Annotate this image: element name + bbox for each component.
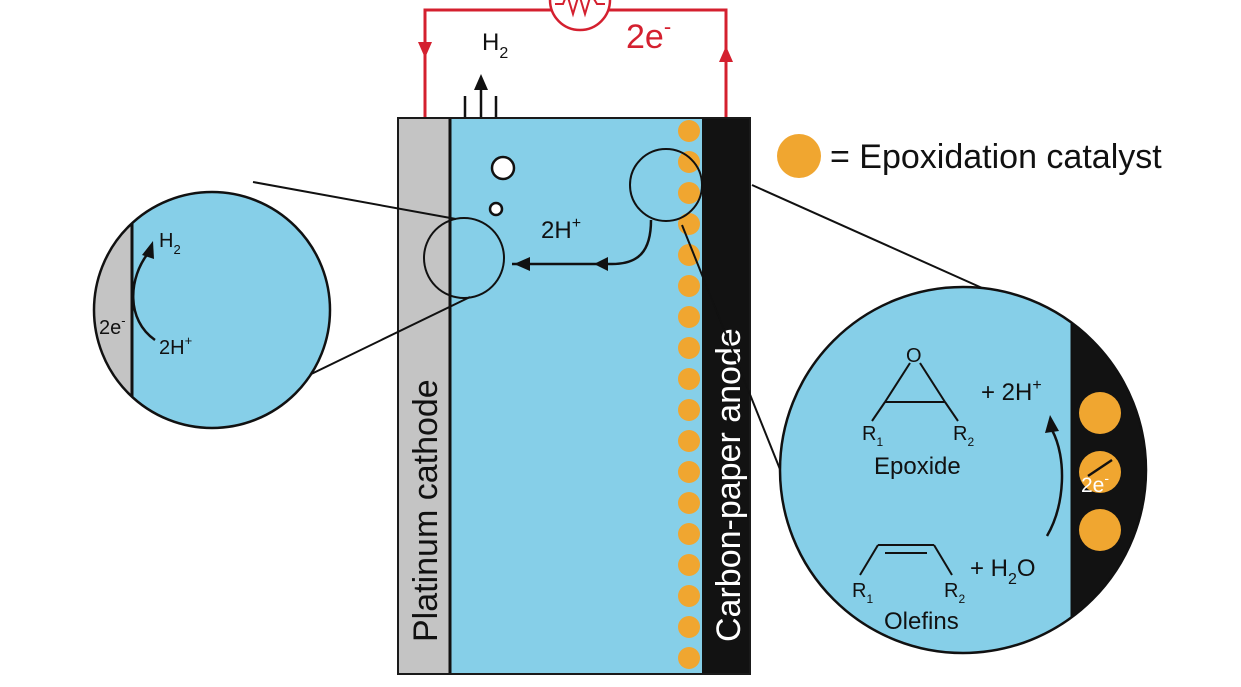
catalyst-particle: [678, 554, 700, 576]
anode-zoom-water: + H2O: [970, 555, 1036, 588]
catalyst-particle: [678, 337, 700, 359]
epoxide-r2: R2: [953, 423, 974, 449]
legend: = Epoxidation catalyst: [777, 134, 1162, 178]
catalyst-particle: [678, 368, 700, 390]
catalyst-particle: [678, 647, 700, 669]
electrolyte: [450, 118, 702, 674]
anode-zoom-electrons: 2e-: [1081, 470, 1109, 497]
anode-zoom: 2e- O R1 R2 Epoxide + 2H+ R1 R2 Olefins …: [681, 184, 1148, 655]
proton-label: 2H+: [541, 215, 581, 244]
catalyst-particle: [678, 120, 700, 142]
catalyst-particle: [678, 306, 700, 328]
load-resistor-icon: [548, 0, 612, 32]
catalyst-particle: [678, 616, 700, 638]
catalyst-particle: [678, 430, 700, 452]
circuit-up-arrow: [719, 46, 733, 62]
catalyst-particle: [678, 182, 700, 204]
catalyst-particle: [1079, 392, 1121, 434]
olefin-r1: R1: [852, 580, 873, 606]
circuit-wire-left: [423, 8, 552, 118]
catalyst-particle: [678, 151, 700, 173]
circuit-electrons-label: 2e-: [626, 14, 671, 56]
epoxide-label: Epoxide: [874, 453, 961, 480]
cathode-zoom-h2: H2: [159, 230, 181, 257]
cathode-zoom: H2 2e- 2H+: [92, 181, 471, 430]
cathode-zoom-marker: [423, 217, 505, 299]
oxidation-arrowhead: [1045, 415, 1059, 433]
cathode-reaction-arrow: [132, 251, 156, 342]
gas-up-arrowhead: [474, 74, 488, 90]
catalyst-particle: [678, 492, 700, 514]
epoxide-oxygen: O: [906, 345, 922, 367]
zoom-line-top: [252, 181, 457, 220]
olefin-label: Olefins: [884, 608, 959, 635]
cathode-reaction-arrowhead: [142, 241, 154, 259]
cathode-label: Platinum cathode: [407, 379, 445, 642]
olefin-r2: R2: [944, 580, 965, 606]
epoxide-structure: [871, 362, 959, 422]
legend-text: = Epoxidation catalyst: [830, 138, 1162, 176]
electron-transfer-arrow: [1087, 458, 1113, 478]
olefin-structure: [859, 544, 953, 576]
gas-bubble-large: [490, 155, 516, 181]
orange-circle-icon: [777, 134, 821, 178]
circuit-down-arrow: [418, 42, 432, 58]
gas-vent-icon: [463, 96, 498, 118]
oxidation-arrow: [1045, 429, 1064, 537]
cathode-zoom-protons: 2H+: [159, 333, 192, 359]
external-circuit: 2e-: [418, 0, 733, 118]
catalyst-particle: [678, 399, 700, 421]
h2-gas-label: H2: [482, 29, 508, 62]
zoom-line-top: [751, 184, 1001, 297]
catalyst-particle: [1079, 509, 1121, 551]
proton-arrowhead-2: [514, 257, 530, 271]
catalyst-particle: [678, 275, 700, 297]
proton-arrowhead-1: [594, 257, 608, 271]
cathode-zoom-electrons: 2e-: [99, 313, 126, 339]
electrochemical-cell: 2H+ Platinum cathode Carbon-paper anode: [397, 117, 751, 675]
anode-label: Carbon-paper anode: [710, 328, 748, 642]
epoxide-r1: R1: [862, 423, 883, 449]
gas-bubble-small: [488, 201, 504, 217]
catalyst-particle: [678, 461, 700, 483]
anode-zoom-marker: [629, 148, 703, 222]
catalyst-particle: [678, 244, 700, 266]
catalyst-particle: [678, 523, 700, 545]
cathode-zoom-electrode: [94, 192, 132, 428]
h2-outlet: H2: [463, 29, 508, 118]
carbon-paper-anode: [702, 118, 750, 674]
proton-path: [512, 219, 653, 266]
catalyst-particle: [678, 585, 700, 607]
catalyst-particle: [678, 213, 700, 235]
anode-zoom-protons: + 2H+: [981, 377, 1042, 406]
circuit-wire-right: [608, 8, 728, 118]
